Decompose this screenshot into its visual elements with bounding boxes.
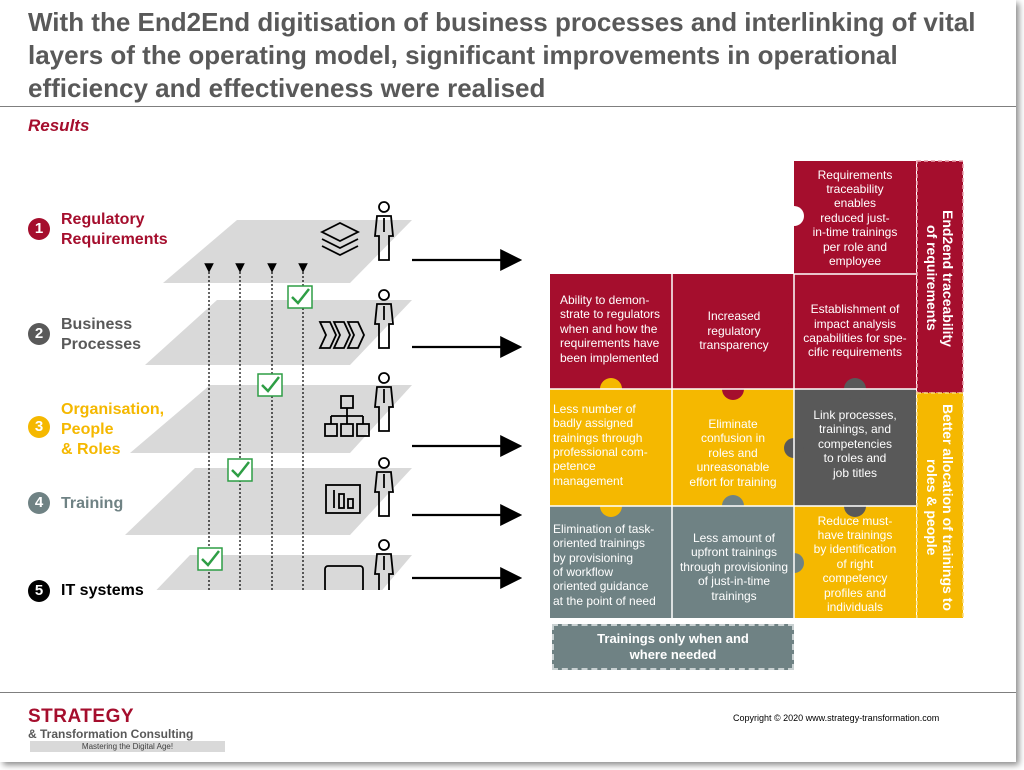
puzzle-piece: [550, 274, 672, 389]
puzzle-text: Ability to demon- strate to regulators w…: [559, 292, 661, 365]
plane-2: [145, 300, 412, 365]
person-icon: [374, 457, 394, 517]
puzzle-text: Less amount of upfront trainings through…: [679, 530, 789, 603]
check-icon: [197, 547, 223, 571]
person-icon: [374, 201, 394, 261]
layer-number: 1: [28, 218, 50, 240]
title-divider: [0, 106, 1016, 107]
puzzle-text: Elimination of task- oriented trainings …: [553, 521, 656, 608]
section-subtitle: Results: [28, 116, 90, 135]
org-chart-icon: [324, 395, 370, 437]
layer-label-processes: Business Processes: [61, 316, 142, 353]
puzzle-piece: [794, 506, 916, 618]
puzzle-text: Requirements traceability enables reduce…: [812, 167, 898, 269]
layer-label-training: Training: [61, 495, 124, 512]
check-icon: [257, 373, 283, 397]
layer-number: 2: [28, 323, 50, 345]
puzzle-text: Less number of badly assigned trainings …: [553, 401, 648, 488]
check-icon: [287, 285, 313, 309]
company-logo: STRATEGY: [28, 706, 135, 727]
person-icon: [374, 289, 394, 349]
traceability-side-box: [916, 160, 964, 394]
plane-1: [163, 220, 412, 283]
puzzle-piece: [794, 274, 916, 389]
puzzle-text: Reduce must- have trainings by identific…: [813, 513, 897, 615]
allocation-side-box: [916, 392, 964, 618]
result-arrows: [412, 249, 523, 589]
puzzle-piece: [794, 389, 916, 506]
plane-4: [125, 468, 412, 535]
puzzle-piece: [794, 161, 916, 274]
person-icon: [374, 372, 394, 432]
traceability-label: End2end traceability of requirements: [924, 209, 956, 347]
layers-stack-icon: [319, 221, 361, 257]
layer-stack-diagram: [125, 201, 523, 590]
person-icon: [374, 539, 394, 590]
layer-label-organisation: Organisation, People & Roles: [61, 401, 165, 458]
check-icon: [227, 458, 253, 482]
training-banner: Trainings only when and where needed: [552, 624, 794, 670]
layer-label-it-systems: IT systems: [61, 582, 144, 599]
layer-number: 3: [28, 416, 50, 438]
company-tagline: Mastering the Digital Age!: [30, 741, 225, 752]
puzzle-grid: [550, 160, 964, 618]
slide-title: With the End2End digitisation of busines…: [28, 7, 976, 103]
puzzle-piece: [672, 389, 794, 506]
company-logo-subtitle: & Transformation Consulting: [28, 727, 194, 741]
footer-divider: [0, 692, 1016, 693]
process-chevrons-icon: [318, 321, 365, 349]
monitor-icon: [324, 565, 364, 590]
copyright-text: Copyright © 2020 www.strategy-transforma…: [733, 713, 940, 723]
puzzle-piece: [550, 506, 672, 618]
puzzle-outlines: [550, 273, 916, 618]
puzzle-text: Eliminate confusion in roles and unreaso…: [689, 416, 777, 489]
puzzle-text: Increased regulatory transparency: [699, 309, 769, 353]
layer-number: 5: [28, 580, 50, 602]
puzzle-piece: [550, 389, 672, 506]
layer-label-regulatory: Regulatory Requirements: [61, 211, 168, 248]
plane-5: [156, 555, 412, 590]
presentation-board-icon: [325, 484, 361, 514]
puzzle-text: Establishment of impact analysis capabil…: [803, 302, 907, 360]
puzzle-piece: [672, 274, 794, 389]
allocation-label: Better allocation of trainings to roles …: [924, 403, 956, 611]
layer-number: 4: [28, 492, 50, 514]
puzzle-piece: [672, 506, 794, 618]
puzzle-text: Link processes, trainings, and competenc…: [813, 407, 897, 480]
